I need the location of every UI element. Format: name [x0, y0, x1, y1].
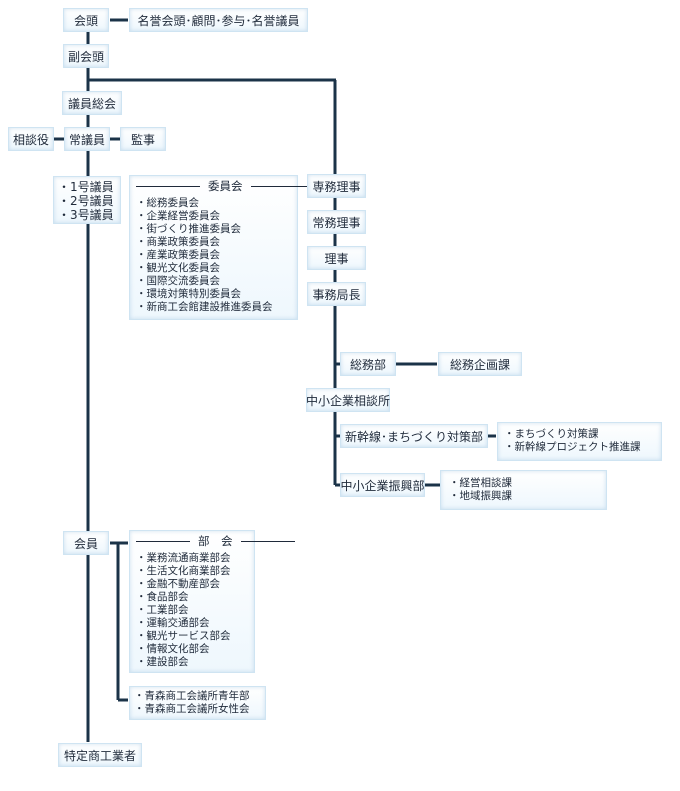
bukai-item: 金融不動産部会 — [136, 578, 248, 591]
jomu-box: 常務理事 — [307, 210, 366, 234]
sodanyaku-box: 相談役 — [8, 127, 54, 151]
seinen-box: 青森商工会議所青年部 青森商工会議所女性会 — [129, 686, 266, 720]
kanji-box: 監事 — [120, 127, 166, 151]
iinkai-box: 委員会 総務委員会 企業経営委員会 街づくり推進委員会 商業政策委員会 産業政策… — [129, 175, 315, 320]
bukai-item: 生活文化商業部会 — [136, 565, 248, 578]
bukai-item: 建設部会 — [136, 656, 248, 669]
somukikaku-box: 総務企画課 — [438, 352, 522, 376]
giin-list-box: 1号議員 2号議員 3号議員 — [53, 176, 121, 224]
bukai-item: 工業部会 — [136, 604, 248, 617]
iinkai-item: 国際交流委員会 — [136, 275, 291, 288]
seinen-item: 青森商工会議所青年部 — [134, 690, 261, 703]
iinkai-item: 新商工会館建設推進委員会 — [136, 301, 291, 314]
senmu-box: 専務理事 — [307, 174, 366, 198]
iinkai-item: 企業経営委員会 — [136, 210, 291, 223]
shinkansen-ka-item: 新幹線プロジェクト推進課 — [504, 441, 655, 454]
giin-list-item: 2号議員 — [58, 194, 116, 208]
fukukaito-box: 副会頭 — [63, 44, 109, 68]
iinkai-heading: 委員会 — [136, 180, 315, 193]
shinkansen-bu-box: 新幹線･まちづくり対策部 — [340, 424, 488, 448]
giin-list-item: 3号議員 — [58, 208, 116, 222]
tokutei-box: 特定商工業者 — [58, 743, 142, 767]
shinko-ka-item: 地域振興課 — [449, 490, 598, 503]
riji-box: 理事 — [307, 246, 366, 270]
bukai-item: 業務流通商業部会 — [136, 552, 248, 565]
giin-sokai-box: 議員総会 — [62, 91, 122, 115]
kaito-box: 会頭 — [63, 8, 109, 32]
bukai-item: 運輸交通部会 — [136, 617, 248, 630]
iinkai-item: 総務委員会 — [136, 197, 291, 210]
shinko-ka-item: 経営相談課 — [449, 477, 598, 490]
somubu-box: 総務部 — [340, 352, 396, 376]
iinkai-item: 街づくり推進委員会 — [136, 223, 291, 236]
shinkansen-ka-item: まちづくり対策課 — [504, 428, 655, 441]
bukai-box: 部 会 業務流通商業部会 生活文化商業部会 金融不動産部会 食品部会 工業部会 … — [129, 530, 295, 673]
shinko-ka-box: 経営相談課 地域振興課 — [440, 470, 607, 510]
bukai-item: 観光サービス部会 — [136, 630, 248, 643]
bukai-item: 情報文化部会 — [136, 643, 248, 656]
iinkai-item: 産業政策委員会 — [136, 249, 291, 262]
shinkansen-ka-box: まちづくり対策課 新幹線プロジェクト推進課 — [497, 422, 662, 461]
bukai-item: 食品部会 — [136, 591, 248, 604]
seinen-item: 青森商工会議所女性会 — [134, 703, 261, 716]
kaiin-box: 会員 — [63, 531, 109, 555]
iinkai-item: 観光文化委員会 — [136, 262, 291, 275]
giin-list-item: 1号議員 — [58, 180, 116, 194]
bukai-heading: 部 会 — [136, 535, 295, 548]
iinkai-item: 環境対策特別委員会 — [136, 288, 291, 301]
jogiin-box: 常議員 — [64, 127, 110, 151]
meiyo-box: 名誉会頭･顧問･参与･名誉議員 — [129, 8, 308, 32]
jimukyokucho-box: 事務局長 — [307, 282, 366, 306]
chusho-shinko-box: 中小企業振興部 — [340, 473, 425, 497]
iinkai-item: 商業政策委員会 — [136, 236, 291, 249]
chusho-sodan-box: 中小企業相談所 — [306, 388, 390, 412]
